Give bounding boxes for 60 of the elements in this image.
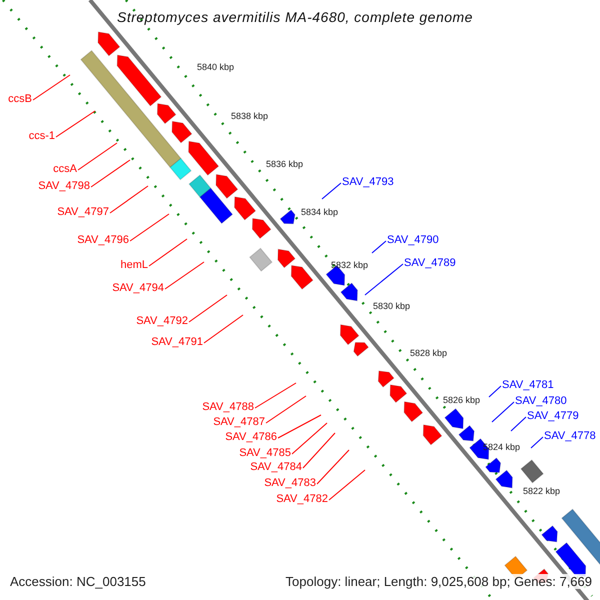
gene-label: SAV_4791 <box>151 336 203 349</box>
leader-line <box>266 396 306 424</box>
leader-line <box>328 470 366 500</box>
gene-label: SAV_4787 <box>213 416 265 429</box>
gene-label: SAV_4797 <box>57 206 109 219</box>
leader-line <box>316 450 350 484</box>
leader-line <box>278 414 322 438</box>
leader-line <box>492 402 514 422</box>
gene-label: hemL <box>120 259 148 272</box>
leader-line <box>292 422 328 454</box>
info-text: Accession: NC_003155 <box>10 574 146 589</box>
leader-line <box>110 186 148 214</box>
leader-line <box>130 214 170 242</box>
gene-label: SAV_4786 <box>225 431 277 444</box>
gene-label: SAV_4798 <box>38 180 90 193</box>
leader-line <box>488 386 502 398</box>
leader-line <box>372 240 386 254</box>
scale-tick-label: 5834 kbp <box>301 207 338 217</box>
scale-tick-label: 5836 kbp <box>266 159 304 169</box>
scale-tick-label: 5840 kbp <box>197 62 234 72</box>
gene-label: SAV_4784 <box>250 461 302 474</box>
leader-line <box>90 160 130 188</box>
gene-label: SAV_4794 <box>112 282 164 295</box>
leader-line <box>148 238 188 266</box>
info-text: Topology: linear; Length: 9,025,608 bp; Genes: 7,669 <box>286 574 592 589</box>
scale-tick-label: 5838 kbp <box>231 111 268 121</box>
gene-label: SAV_4782 <box>276 493 328 506</box>
leader-line <box>254 382 296 408</box>
gene-label: SAV_4788 <box>202 401 254 414</box>
gene-label: SAV_4780 <box>515 395 567 408</box>
leader-line <box>78 142 118 170</box>
leader-line <box>188 294 228 322</box>
gene-label: SAV_4778 <box>544 430 596 443</box>
title: Streptomyces avermitilis MA-4680, complete genome <box>117 9 473 25</box>
gene-label: SAV_4793 <box>342 176 394 189</box>
leader-line <box>302 432 336 468</box>
leader-line <box>32 74 70 100</box>
leader-line <box>322 182 342 200</box>
gene-label: SAV_4796 <box>77 234 129 247</box>
leader-line <box>56 110 96 138</box>
gene-label: ccs-1 <box>28 130 55 143</box>
gene-label: SAV_4785 <box>239 447 291 460</box>
leader-line <box>204 314 244 344</box>
leader-line <box>510 416 526 432</box>
scale-tick-label: 5832 kbp <box>331 260 368 270</box>
scale-tick-label: 5828 kbp <box>410 348 448 358</box>
gene-label: ccsB <box>8 93 32 106</box>
leader-line <box>530 436 544 448</box>
gene-label: ccsA <box>53 163 77 176</box>
scale-tick-label: 5822 kbp <box>523 486 560 496</box>
gene-label: SAV_4779 <box>527 410 579 423</box>
gene-label: SAV_4789 <box>404 257 456 270</box>
leader-line <box>364 264 404 296</box>
leader-line <box>164 262 204 290</box>
gene-label: SAV_4792 <box>136 315 188 328</box>
gene-label: SAV_4790 <box>387 234 439 247</box>
scale-tick-label: 5830 kbp <box>373 301 410 311</box>
scale-tick-label: 5826 kbp <box>443 395 480 405</box>
gene-label: SAV_4783 <box>264 477 316 490</box>
gene-label: SAV_4781 <box>502 379 554 392</box>
